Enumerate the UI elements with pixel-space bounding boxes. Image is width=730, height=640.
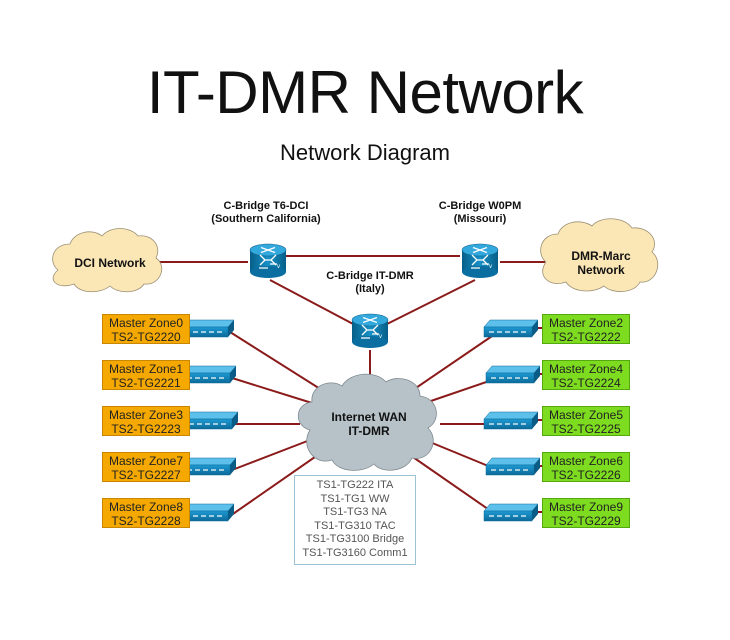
bridge-label-w0pm: C-Bridge W0PM (Missouri) [410,200,550,226]
master-zone-box: Master Zone8 TS2-TG2228 [102,498,190,528]
bridge-label-w0pm-name: C-Bridge W0PM [438,200,522,212]
master-zone-name: Master Zone8 [108,500,184,514]
master-zone-talkgroup: TS2-TG2223 [111,422,181,436]
dci-network-label: DCI Network [74,256,146,270]
master-zone-box: Master Zone5 TS2-TG2225 [542,406,630,436]
master-zone-name: Master Zone6 [548,454,624,468]
switch-icon [485,457,541,476]
master-zone-box: Master Zone4 TS2-TG2224 [542,360,630,390]
switch-icon [181,365,237,384]
dmr-marc-cloud-icon [540,218,659,292]
bridge-label-t6dci-location: (Southern California) [211,213,321,225]
network-links [150,255,545,517]
switch-icon [483,503,539,522]
bridge-label-t6dci-name: C-Bridge T6-DCI [223,200,309,212]
bridge-label-w0pm-location: (Missouri) [453,213,507,225]
talkgroup-item: TS1-TG310 TAC [314,519,396,532]
master-zone-name: Master Zone2 [548,316,624,330]
master-zone-box: Master Zone9 TS2-TG2229 [542,498,630,528]
router-icon [461,243,499,279]
master-zone-talkgroup: TS2-TG2220 [111,330,181,344]
master-zone-talkgroup: TS2-TG2222 [551,330,621,344]
switch-icon [485,365,541,384]
master-zone-box: Master Zone3 TS2-TG2223 [102,406,190,436]
master-zone-talkgroup: TS2-TG2227 [111,468,181,482]
talkgroup-item: TS1-TG222 ITA [316,479,394,491]
master-zone-talkgroup: TS2-TG2226 [551,468,621,482]
router-icon [351,313,389,349]
master-zone-name: Master Zone3 [108,408,184,422]
master-zone-name: Master Zone4 [548,362,624,376]
talkgroup-item: TS1-TG3100 Bridge [305,533,405,545]
bridge-label-itdmr-name: C-Bridge IT-DMR [326,270,414,282]
master-zone-name: Master Zone0 [108,316,184,330]
switch-icon [181,457,237,476]
router-icon [249,243,287,279]
master-zone-talkgroup: TS2-TG2228 [111,514,181,528]
master-zone-name: Master Zone9 [548,500,624,514]
talkgroup-item: TS1-TG3 NA [323,506,387,518]
talkgroup-item: TS1-TG3160 Comm1 [302,546,408,559]
master-zone-talkgroup: TS2-TG2229 [551,514,621,528]
switch-icon [483,319,539,338]
master-zone-name: Master Zone1 [108,362,184,376]
master-zone-box: Master Zone6 TS2-TG2226 [542,452,630,482]
bridge-label-t6dci: C-Bridge T6-DCI (Southern California) [186,200,346,226]
switch-icon [183,411,239,430]
internet-wan-label-line1: Internet WAN [331,410,407,424]
internet-wan-label-line2: IT-DMR [348,424,390,438]
dmr-marc-network-label-line1: DMR-Marc [571,249,631,263]
master-zone-talkgroup: TS2-TG2221 [111,376,181,390]
master-zone-name: Master Zone7 [108,454,184,468]
page-subtitle: Network Diagram [280,140,450,165]
dmr-marc-network-label: DMR-Marc Network [548,249,654,277]
master-zone-talkgroup: TS2-TG2225 [551,422,621,436]
page-title: IT-DMR Network [146,59,584,126]
talkgroup-item: TS1-TG1 WW [320,492,390,505]
internet-wan-label: Internet WAN IT-DMR [316,410,422,438]
master-zone-box: Master Zone0 TS2-TG2220 [102,314,190,344]
master-zone-name: Master Zone5 [548,408,624,422]
talkgroup-list: TS1-TG222 ITA TS1-TG1 WW TS1-TG3 NA TS1-… [294,475,416,565]
internet-wan-cloud-icon [297,373,437,471]
switch-icon [483,411,539,430]
master-zone-box: Master Zone2 TS2-TG2222 [542,314,630,344]
bridge-label-itdmr: C-Bridge IT-DMR (Italy) [300,270,440,296]
master-zone-talkgroup: TS2-TG2224 [551,376,621,390]
master-zone-box: Master Zone1 TS2-TG2221 [102,360,190,390]
master-zone-box: Master Zone7 TS2-TG2227 [102,452,190,482]
dmr-marc-network-label-line2: Network [577,263,625,277]
bridge-label-itdmr-location: (Italy) [355,283,385,295]
dci-cloud-icon [52,228,163,293]
